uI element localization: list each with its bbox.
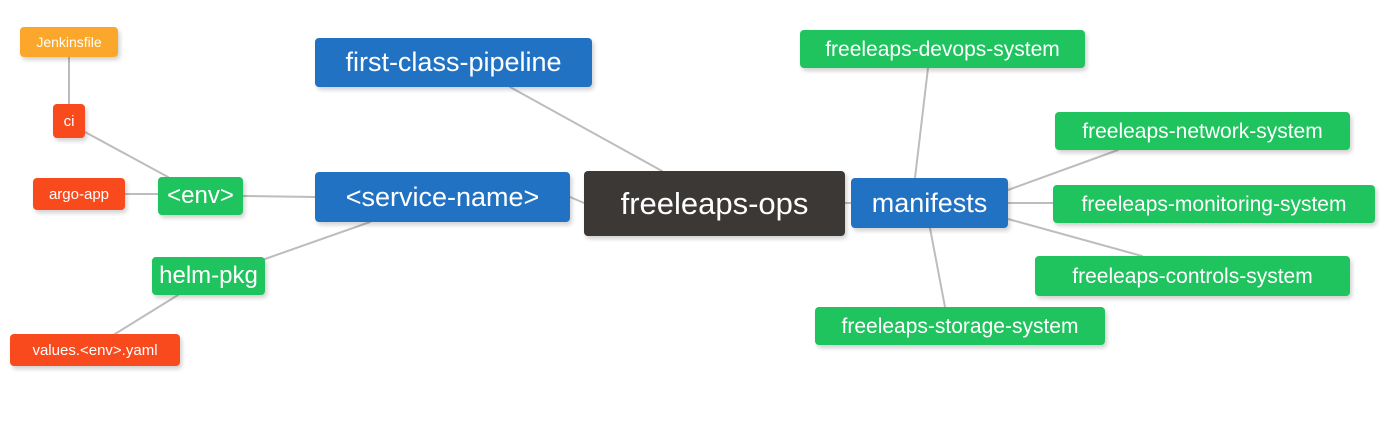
edge-service-name-to-env bbox=[242, 195, 316, 198]
node-label-freeleaps-devops-system: freeleaps-devops-system bbox=[825, 37, 1060, 61]
node-label-argo-app: argo-app bbox=[48, 185, 110, 203]
node-first-class-pipeline[interactable]: first-class-pipeline bbox=[315, 38, 592, 87]
node-freeleaps-controls-system[interactable]: freeleaps-controls-system bbox=[1035, 256, 1350, 296]
node-label-jenkinsfile: Jenkinsfile bbox=[36, 34, 102, 50]
edge-manifests-to-freeleaps-controls-system bbox=[1007, 218, 1143, 257]
node-label-env: <env> bbox=[167, 182, 234, 209]
node-label-freeleaps-controls-system: freeleaps-controls-system bbox=[1072, 264, 1313, 288]
node-label-freeleaps-storage-system: freeleaps-storage-system bbox=[841, 314, 1079, 338]
edge-manifests-to-freeleaps-network-system bbox=[1007, 149, 1119, 191]
node-argo-app[interactable]: argo-app bbox=[33, 178, 125, 210]
node-freeleaps-ops[interactable]: freeleaps-ops bbox=[584, 171, 845, 236]
node-label-values-env-yaml: values.<env>.yaml bbox=[32, 341, 158, 359]
node-label-helm-pkg: helm-pkg bbox=[159, 262, 258, 289]
edge-helm-pkg-to-values-env-yaml bbox=[114, 294, 179, 335]
node-label-freeleaps-ops: freeleaps-ops bbox=[620, 186, 809, 221]
node-label-first-class-pipeline: first-class-pipeline bbox=[345, 47, 562, 77]
node-values-env-yaml[interactable]: values.<env>.yaml bbox=[10, 334, 180, 366]
edge-manifests-to-freeleaps-devops-system bbox=[914, 67, 929, 179]
edge-freeleaps-ops-to-service-name bbox=[569, 196, 585, 204]
edge-service-name-to-helm-pkg bbox=[264, 221, 371, 260]
node-service-name[interactable]: <service-name> bbox=[315, 172, 570, 222]
node-freeleaps-devops-system[interactable]: freeleaps-devops-system bbox=[800, 30, 1085, 68]
node-freeleaps-monitoring-system[interactable]: freeleaps-monitoring-system bbox=[1053, 185, 1375, 223]
node-jenkinsfile[interactable]: Jenkinsfile bbox=[20, 27, 118, 57]
edge-env-to-ci bbox=[84, 131, 169, 178]
node-env[interactable]: <env> bbox=[158, 177, 243, 215]
edge-freeleaps-ops-to-first-class-pipeline bbox=[509, 86, 663, 172]
node-freeleaps-network-system[interactable]: freeleaps-network-system bbox=[1055, 112, 1350, 150]
node-freeleaps-storage-system[interactable]: freeleaps-storage-system bbox=[815, 307, 1105, 345]
node-label-manifests: manifests bbox=[871, 187, 988, 218]
node-manifests[interactable]: manifests bbox=[851, 178, 1008, 228]
node-label-service-name: <service-name> bbox=[345, 181, 540, 212]
edge-manifests-to-freeleaps-storage-system bbox=[929, 227, 946, 308]
node-ci[interactable]: ci bbox=[53, 104, 85, 138]
node-label-freeleaps-monitoring-system: freeleaps-monitoring-system bbox=[1081, 192, 1347, 216]
node-label-ci: ci bbox=[63, 112, 75, 130]
node-label-freeleaps-network-system: freeleaps-network-system bbox=[1082, 119, 1323, 143]
node-helm-pkg[interactable]: helm-pkg bbox=[152, 257, 265, 295]
